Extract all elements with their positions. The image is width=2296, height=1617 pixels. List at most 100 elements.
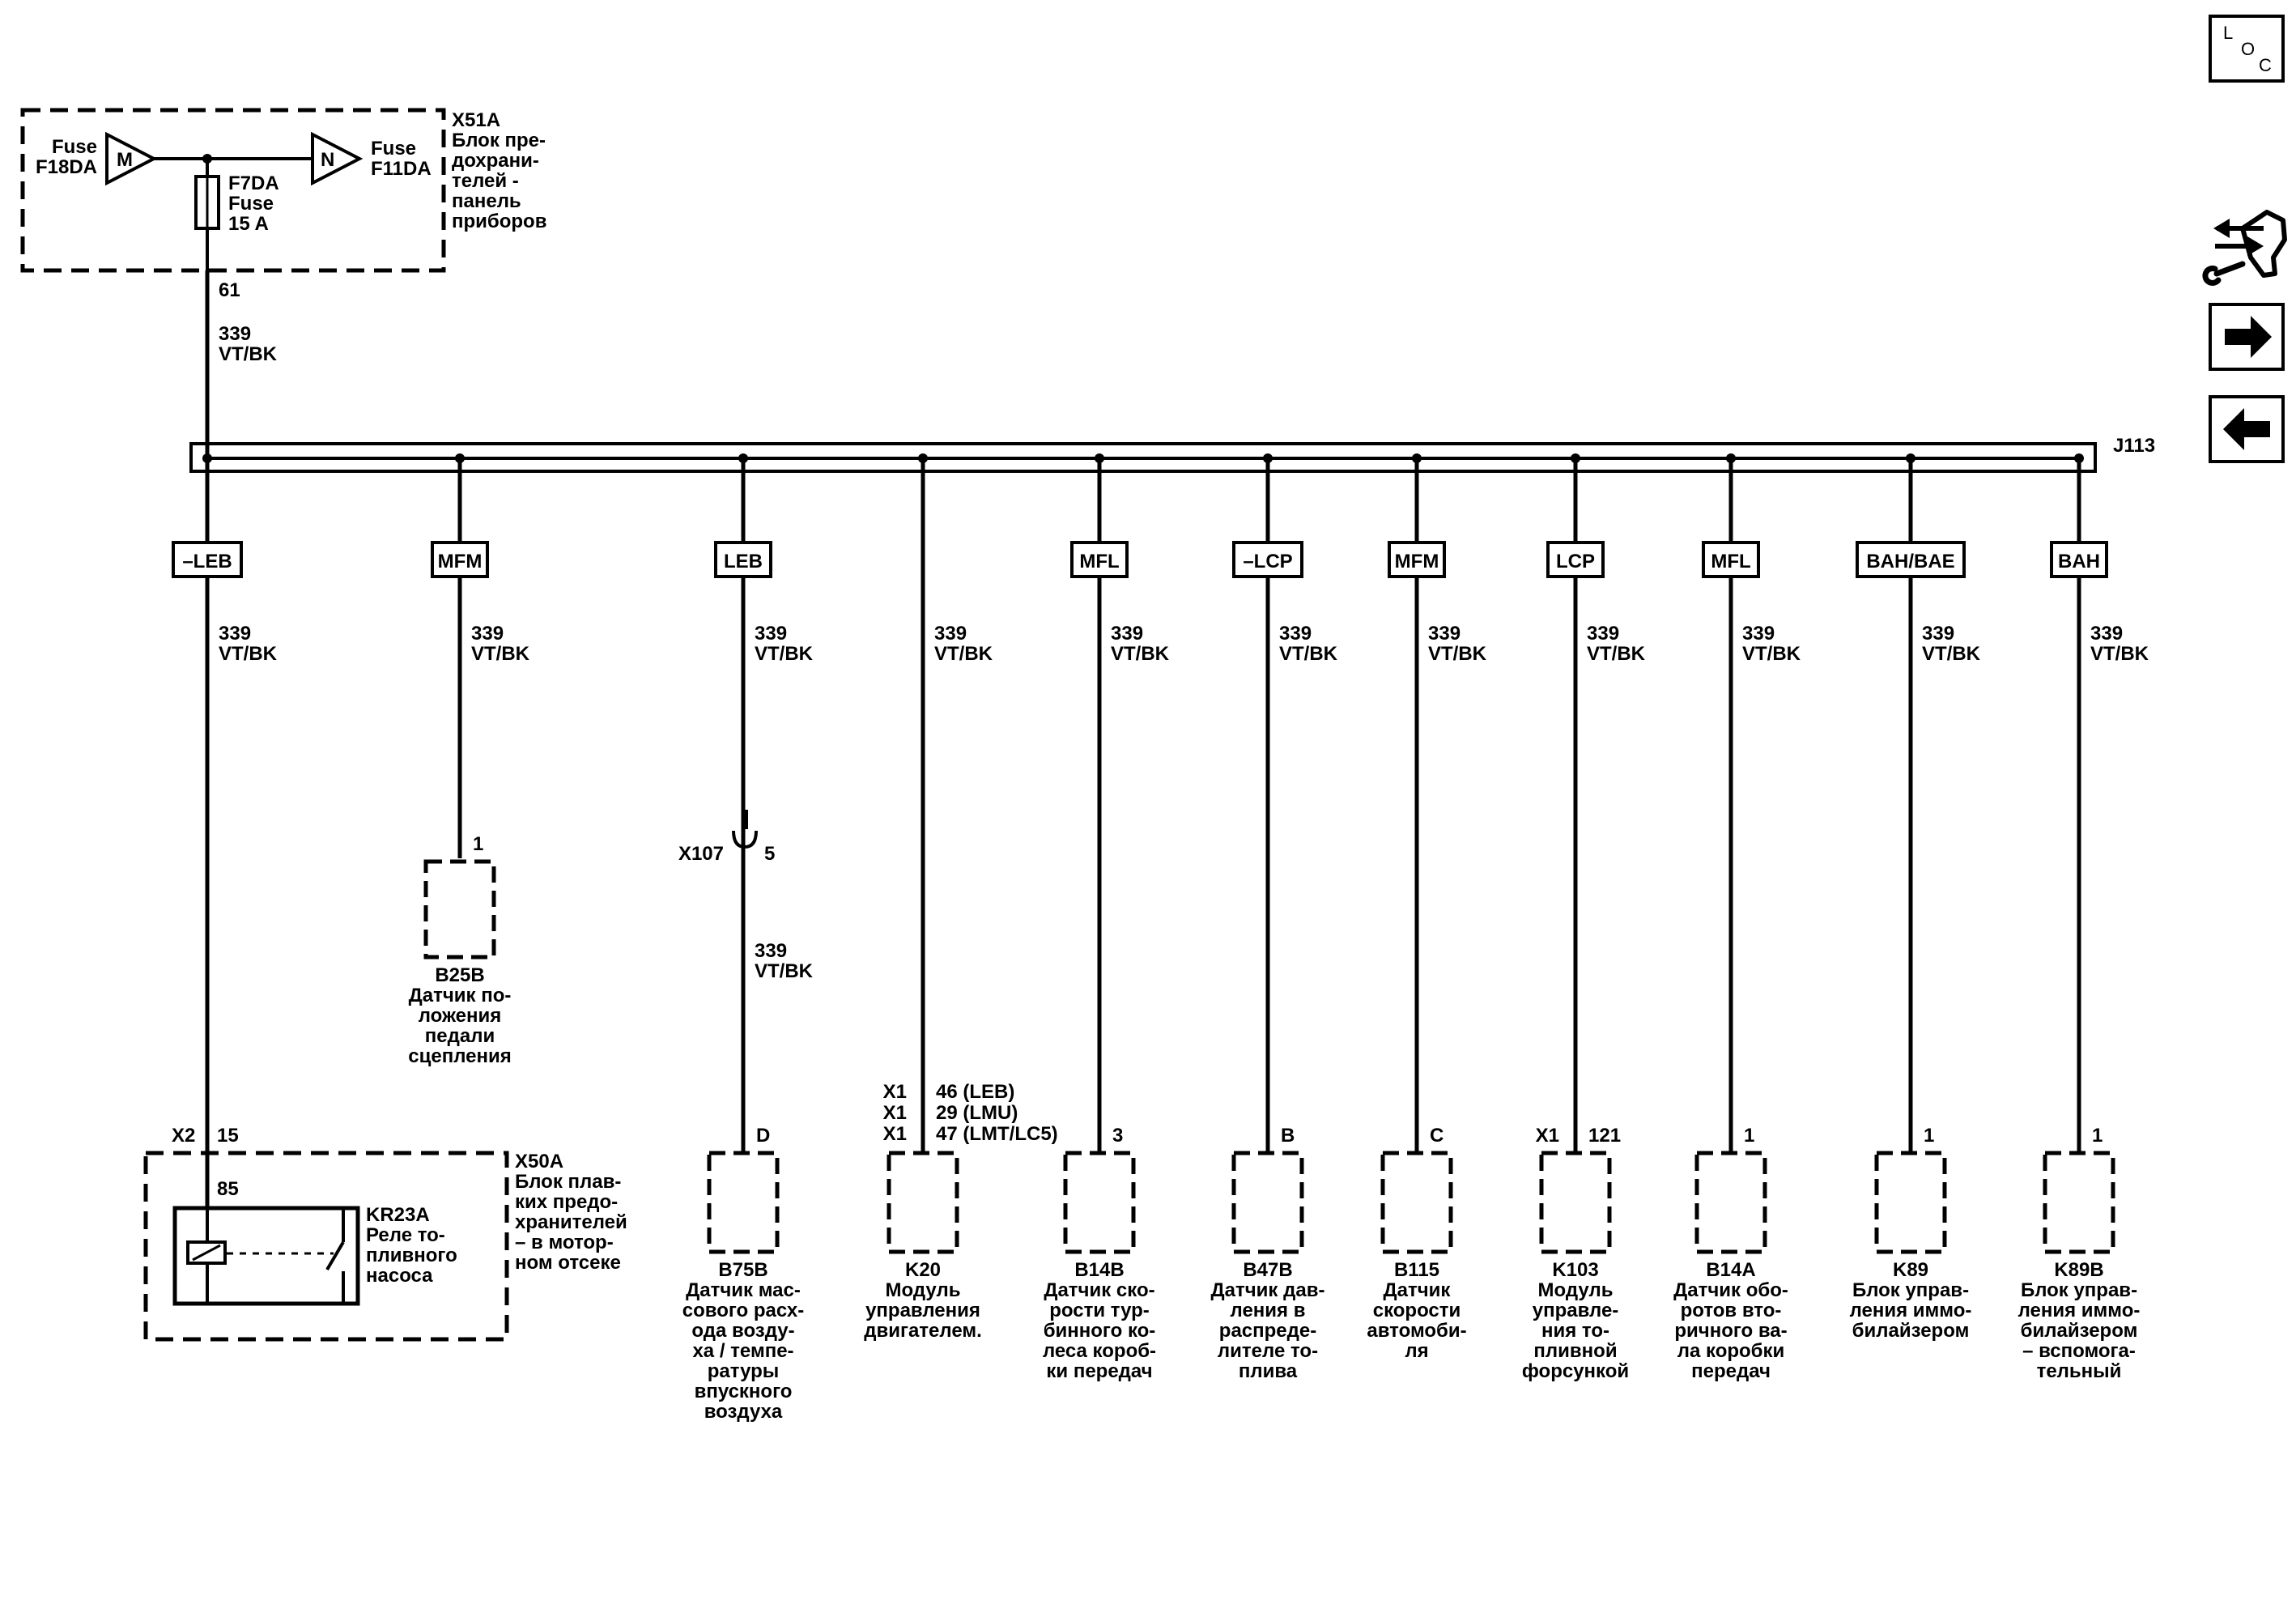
option-tag: –LEB (182, 551, 232, 572)
component-outline[interactable] (1539, 1151, 1612, 1254)
component-desc-4: ля (1405, 1340, 1428, 1362)
component-ref: K89 (1893, 1259, 1928, 1281)
component-ref: K20 (905, 1259, 941, 1281)
connector-ref: X1 (883, 1123, 907, 1145)
component-desc-4: пливной (1533, 1340, 1617, 1362)
fuse-n-label-1: Fuse (371, 138, 416, 160)
component-outline[interactable] (887, 1151, 959, 1254)
component-ref: K89B (2054, 1259, 2103, 1281)
relay-desc-3: насоса (366, 1265, 433, 1287)
component-desc-5: передач (1691, 1360, 1771, 1382)
fuse-block-x51a: X51A Блок пре- дохрани- телей - панель п… (20, 108, 546, 273)
component-ref: K103 (1552, 1259, 1598, 1281)
connector-x107-pin-mark (742, 810, 748, 829)
fuse-m-label-1: Fuse (52, 136, 97, 158)
component-desc-2: ления иммо- (2018, 1300, 2141, 1321)
component-outline[interactable] (1694, 1151, 1767, 1254)
component-outline[interactable] (1063, 1151, 1136, 1254)
component-desc-2: ления в (1231, 1300, 1306, 1321)
component-desc-2: ложения (419, 1005, 502, 1027)
wire-color: VT/BK (1111, 643, 1170, 665)
fuse-block-desc-3: телей - (452, 170, 519, 192)
wire-color: VT/BK (934, 643, 993, 665)
relay-box (172, 1206, 360, 1306)
fuse-main-label-3: 15 A (228, 213, 269, 235)
component-desc-2: ротов вто- (1681, 1300, 1782, 1321)
component-desc-6: впускного (695, 1381, 793, 1402)
wrench-icon (2202, 261, 2246, 286)
connector-ref: X1 (883, 1102, 907, 1124)
component-outline[interactable] (1231, 1151, 1304, 1254)
wire-color: VT/BK (219, 643, 278, 665)
component-desc-1: Датчик по- (409, 985, 512, 1006)
component-desc-3: двигателем. (864, 1320, 982, 1342)
loc-button[interactable]: L O C (2209, 15, 2285, 83)
connector-x107-ref: X107 (678, 843, 724, 865)
fuse-block-desc-1: Блок пре- (452, 130, 546, 151)
component-ref: B14A (1706, 1259, 1755, 1281)
component-desc-3: ричного ва- (1674, 1320, 1787, 1342)
arrow-right-icon[interactable] (2209, 303, 2285, 371)
component-outline[interactable] (1380, 1151, 1453, 1254)
loc-button-frame[interactable] (2209, 15, 2285, 83)
wire-number: 339 (1587, 623, 1619, 645)
component-desc-2: управле- (1533, 1300, 1619, 1321)
component-desc-3: автомоби- (1367, 1320, 1466, 1342)
connector-tool-arrow-top-head (2213, 219, 2230, 238)
wire-number: 339 (471, 623, 504, 645)
component-desc-2: сового расх- (682, 1300, 805, 1321)
relay-block-desc-5: ном отсеке (515, 1252, 621, 1274)
fuse-block-outline (20, 108, 446, 273)
component-desc-1: Датчик обо- (1673, 1279, 1788, 1301)
option-tag-box (1546, 541, 1605, 578)
wire-number: 339 (934, 623, 967, 645)
fuse-main-label-2: Fuse (228, 193, 274, 215)
fuse-m-symbol (105, 131, 158, 186)
relay-block-x50a: X2 15 X50A Блок плав- ких предо- храните… (143, 1125, 627, 1342)
relay-block-desc-4: – в мотор- (515, 1232, 614, 1253)
component-outline[interactable] (707, 1151, 780, 1254)
pin-number: C (1430, 1125, 1444, 1147)
component-desc-3: педали (425, 1025, 495, 1047)
fuse-main-label-1: F7DA (228, 172, 279, 194)
connector-tool-icon[interactable] (2202, 210, 2287, 286)
component-desc-4: ха / темпе- (692, 1340, 793, 1362)
component-desc-2: скорости (1373, 1300, 1461, 1321)
wire-color: VT/BK (1922, 643, 1981, 665)
component-desc-3: билайзером (1852, 1320, 1970, 1342)
splice-j113: J113 (189, 435, 2155, 473)
component-desc-1: Датчик дав- (1211, 1279, 1325, 1301)
option-tag: BAH (2058, 551, 2100, 572)
loc-letter-c: C (2259, 55, 2272, 75)
connector-tool-arrow-mid-head (2247, 236, 2264, 256)
wire-color: VT/BK (755, 643, 814, 665)
pin-number: 1 (1744, 1125, 1754, 1147)
wire-color: VT/BK (1587, 643, 1646, 665)
component-outline[interactable] (2043, 1151, 2115, 1254)
arrow-left-icon[interactable] (2209, 395, 2285, 463)
component-desc-1: Датчик (1384, 1279, 1452, 1301)
component-desc-3: ния то- (1541, 1320, 1609, 1342)
component-outline[interactable] (423, 859, 496, 960)
option-tag-box (1070, 541, 1129, 578)
splice-bar (189, 442, 2097, 473)
relay-switch-arm (325, 1240, 345, 1271)
component-ref: B75B (718, 1259, 767, 1281)
component-outline[interactable] (1874, 1151, 1947, 1254)
arrow-left-head (2223, 408, 2244, 450)
